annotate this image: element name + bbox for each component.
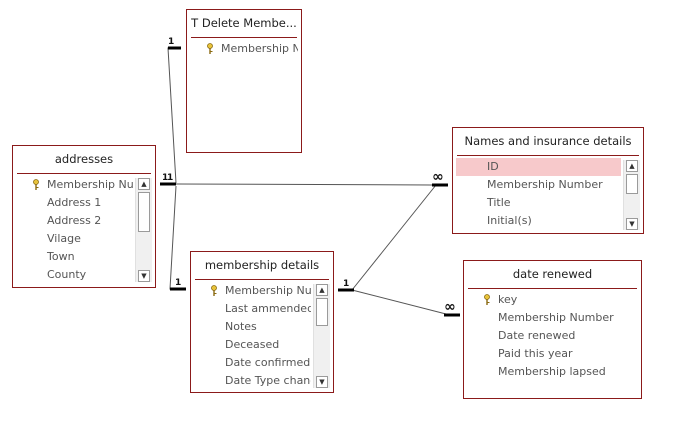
field-label: Date confirmed (225, 356, 311, 369)
field-label: Date renewed (498, 329, 576, 342)
scroll-up-arrow-icon[interactable]: ▲ (316, 284, 328, 296)
field-list[interactable]: Membership Num Last ammended Notes Decea… (194, 282, 311, 389)
field-list[interactable]: Membership N (190, 40, 298, 149)
field-paid-this-year[interactable]: Paid this year (467, 345, 638, 363)
field-label: key (498, 293, 518, 306)
cardinality-many-names: ∞ (432, 169, 444, 185)
field-label: Membership N (221, 42, 298, 55)
field-membership-number[interactable]: Membership N (190, 40, 298, 58)
field-vilage[interactable]: Vilage (16, 230, 133, 248)
field-title[interactable]: Title (456, 194, 621, 212)
field-date-renewed[interactable]: Date renewed (467, 327, 638, 345)
cardinality-one-membership-right: 1 (343, 279, 350, 289)
field-label: Membership Number (498, 311, 614, 324)
field-membership-number[interactable]: Membership Number (456, 176, 621, 194)
scroll-down-arrow-icon[interactable]: ▼ (626, 218, 638, 230)
field-label: Membership Number (487, 178, 603, 191)
table-membership-details[interactable]: membership details Membership Num Last a… (190, 251, 334, 393)
field-label: Title (487, 196, 511, 209)
field-label: Town (47, 250, 75, 263)
field-list[interactable]: ID Membership Number Title Initial(s) (456, 158, 621, 230)
field-label: Last ammended (225, 302, 311, 315)
relationship-line-names (175, 183, 433, 186)
cardinality-many-renewed: ∞ (444, 299, 456, 315)
field-key[interactable]: key (467, 291, 638, 309)
relationship-line-names-membership (351, 184, 437, 291)
field-last-ammended[interactable]: Last ammended (194, 300, 311, 318)
field-town[interactable]: Town (16, 248, 133, 266)
field-list[interactable]: key Membership Number Date renewed Paid … (467, 291, 638, 395)
table-date-renewed[interactable]: date renewed key Membership Number Date … (463, 260, 642, 399)
field-label: ID (487, 160, 499, 173)
field-label: Initial(s) (487, 214, 532, 227)
field-label: Notes (225, 320, 257, 333)
relationship-line-membership (169, 185, 184, 290)
table-title[interactable]: addresses (17, 146, 151, 174)
vertical-scrollbar[interactable]: ▲ ▼ (313, 284, 330, 388)
scroll-down-arrow-icon[interactable]: ▼ (316, 376, 328, 388)
key-icon (211, 285, 217, 296)
scroll-thumb[interactable] (626, 174, 638, 194)
key-icon (484, 294, 490, 305)
cardinality-one-addresses: 1 (162, 173, 169, 183)
field-label: Vilage (47, 232, 81, 245)
field-address-2[interactable]: Address 2 (16, 212, 133, 230)
key-icon (33, 179, 39, 190)
table-title[interactable]: membership details (195, 252, 329, 280)
field-notes[interactable]: Notes (194, 318, 311, 336)
field-initials[interactable]: Initial(s) (456, 212, 621, 230)
field-id[interactable]: ID (456, 158, 621, 176)
table-addresses[interactable]: addresses Membership Num Address 1 Addre… (12, 145, 156, 288)
field-county[interactable]: County (16, 266, 133, 284)
scroll-thumb[interactable] (138, 192, 150, 232)
field-date-confirmed[interactable]: Date confirmed (194, 354, 311, 372)
field-label: Address 2 (47, 214, 102, 227)
scroll-thumb[interactable] (316, 298, 328, 326)
relationship-line-renewed (351, 289, 447, 315)
field-membership-number[interactable]: Membership Num (16, 176, 133, 194)
field-label: Membership Num (225, 284, 311, 297)
table-names-and-insurance-details[interactable]: Names and insurance details ID Membershi… (452, 127, 644, 234)
key-icon (207, 43, 213, 54)
field-list[interactable]: Membership Num Address 1 Address 2 Vilag… (16, 176, 133, 284)
field-address-1[interactable]: Address 1 (16, 194, 133, 212)
table-title[interactable]: T Delete Membe... (191, 10, 297, 38)
field-label: Address 1 (47, 196, 102, 209)
scroll-down-arrow-icon[interactable]: ▼ (138, 270, 150, 282)
field-deceased[interactable]: Deceased (194, 336, 311, 354)
field-label: County (47, 268, 87, 281)
vertical-scrollbar[interactable]: ▲ ▼ (623, 160, 640, 230)
field-label: Membership lapsed (498, 365, 606, 378)
cardinality-one-membership-left: 1 (175, 278, 182, 288)
field-label: Date Type change (225, 374, 311, 387)
field-membership-number[interactable]: Membership Number (467, 309, 638, 327)
field-label: Paid this year (498, 347, 573, 360)
field-date-type-change[interactable]: Date Type change (194, 372, 311, 389)
scroll-up-arrow-icon[interactable]: ▲ (626, 160, 638, 172)
field-label: Deceased (225, 338, 280, 351)
cardinality-one-delete: 1 (168, 37, 175, 47)
table-t-delete-members[interactable]: T Delete Membe... Membership N (186, 9, 302, 153)
relationship-line-delete (167, 47, 180, 184)
field-membership-lapsed[interactable]: Membership lapsed (467, 363, 638, 381)
table-title[interactable]: Names and insurance details (457, 128, 639, 156)
cardinality-many-addresses: 1 (167, 173, 174, 183)
vertical-scrollbar[interactable]: ▲ ▼ (135, 178, 152, 282)
field-label: Membership Num (47, 178, 133, 191)
field-membership-number[interactable]: Membership Num (194, 282, 311, 300)
scroll-up-arrow-icon[interactable]: ▲ (138, 178, 150, 190)
table-title[interactable]: date renewed (468, 261, 637, 289)
